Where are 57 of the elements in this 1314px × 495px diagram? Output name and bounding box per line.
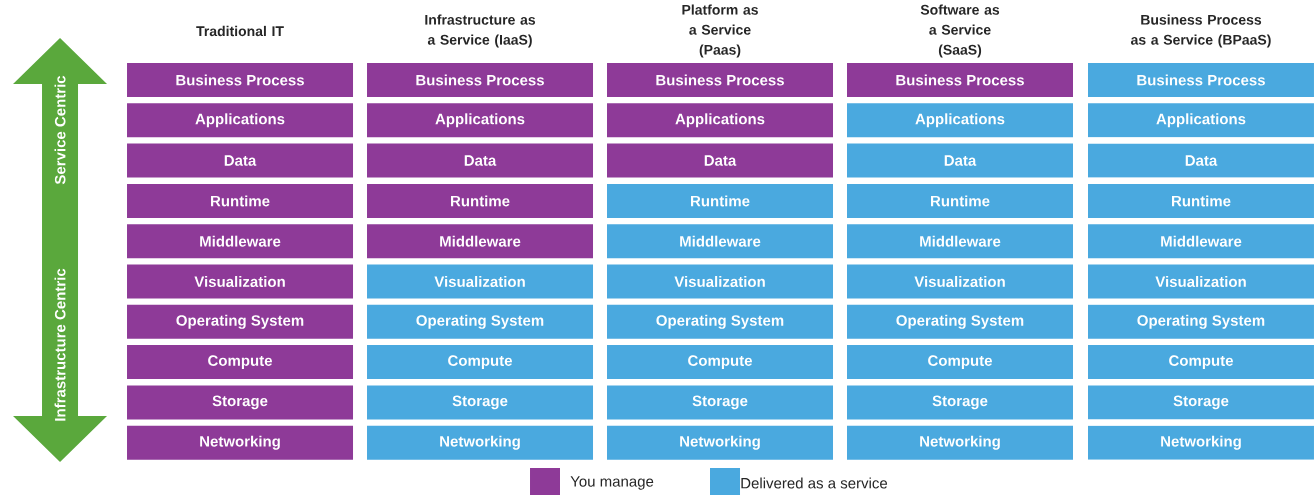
layer-box: Runtime bbox=[847, 183, 1073, 218]
layer-box: Visualization bbox=[127, 264, 353, 299]
layer-box: Middleware bbox=[367, 224, 593, 259]
layer-box: Applications bbox=[367, 103, 593, 138]
layer-box: Compute bbox=[1088, 345, 1314, 380]
layer-box: Applications bbox=[607, 103, 833, 138]
layer-box: Data bbox=[1088, 143, 1314, 178]
layer-box: Middleware bbox=[127, 224, 353, 259]
layer-box: Storage bbox=[367, 385, 593, 420]
layer-box: Data bbox=[127, 143, 353, 178]
layer-box: Middleware bbox=[1088, 224, 1314, 259]
layer-box: Networking bbox=[127, 425, 353, 460]
layer-box: Storage bbox=[847, 385, 1073, 420]
layer-box: Visualization bbox=[367, 264, 593, 299]
layer-box: Compute bbox=[127, 345, 353, 380]
layer-box: Runtime bbox=[127, 183, 353, 218]
layer-box: Operating System bbox=[1088, 304, 1314, 339]
layer-box: Storage bbox=[607, 385, 833, 420]
column-heading: Traditional IT bbox=[196, 25, 284, 37]
layer-box: Storage bbox=[1088, 385, 1314, 420]
layer-box: Data bbox=[367, 143, 593, 178]
layer-box: Business Process bbox=[367, 63, 593, 97]
layer-box: Visualization bbox=[607, 264, 833, 299]
layer-box: Networking bbox=[847, 425, 1073, 460]
legend-label: You manage bbox=[570, 476, 654, 490]
arrow-label: Service Centric bbox=[54, 75, 66, 185]
layer-box: Business Process bbox=[607, 63, 833, 97]
layer-box: Business Process bbox=[847, 63, 1073, 97]
layer-box: Data bbox=[607, 143, 833, 178]
layer-box: Data bbox=[847, 143, 1073, 178]
layer-box: Operating System bbox=[847, 304, 1073, 339]
layer-box: Networking bbox=[1088, 425, 1314, 460]
layer-box: Runtime bbox=[367, 183, 593, 218]
layer-box: Storage bbox=[127, 385, 353, 420]
layer-box: Runtime bbox=[607, 183, 833, 218]
legend-label: Delivered as a service bbox=[741, 477, 888, 489]
layer-box: Middleware bbox=[847, 224, 1073, 259]
layer-box: Business Process bbox=[1088, 63, 1314, 97]
layer-box: Visualization bbox=[1088, 264, 1314, 299]
arrow-label: Infrastructure Centric bbox=[54, 268, 66, 421]
layer-box: Business Process bbox=[127, 63, 353, 97]
column-heading: Business Process as a Service (BPaaS) bbox=[1131, 14, 1271, 48]
layer-box: Middleware bbox=[607, 224, 833, 259]
layer-box: Operating System bbox=[367, 304, 593, 339]
layer-box: Compute bbox=[847, 345, 1073, 380]
column-heading: Infrastructure as a Service (IaaS) bbox=[425, 14, 536, 48]
layer-box: Networking bbox=[607, 425, 833, 460]
layer-box: Operating System bbox=[607, 304, 833, 339]
layer-box: Applications bbox=[847, 103, 1073, 138]
layer-box: Visualization bbox=[847, 264, 1073, 299]
layer-box: Networking bbox=[367, 425, 593, 460]
layer-box: Operating System bbox=[127, 304, 353, 339]
layer-box: Runtime bbox=[1088, 183, 1314, 218]
layer-box: Compute bbox=[367, 345, 593, 380]
layer-box: Applications bbox=[1088, 103, 1314, 138]
layer-box: Applications bbox=[127, 103, 353, 138]
layer-box: Compute bbox=[607, 345, 833, 380]
